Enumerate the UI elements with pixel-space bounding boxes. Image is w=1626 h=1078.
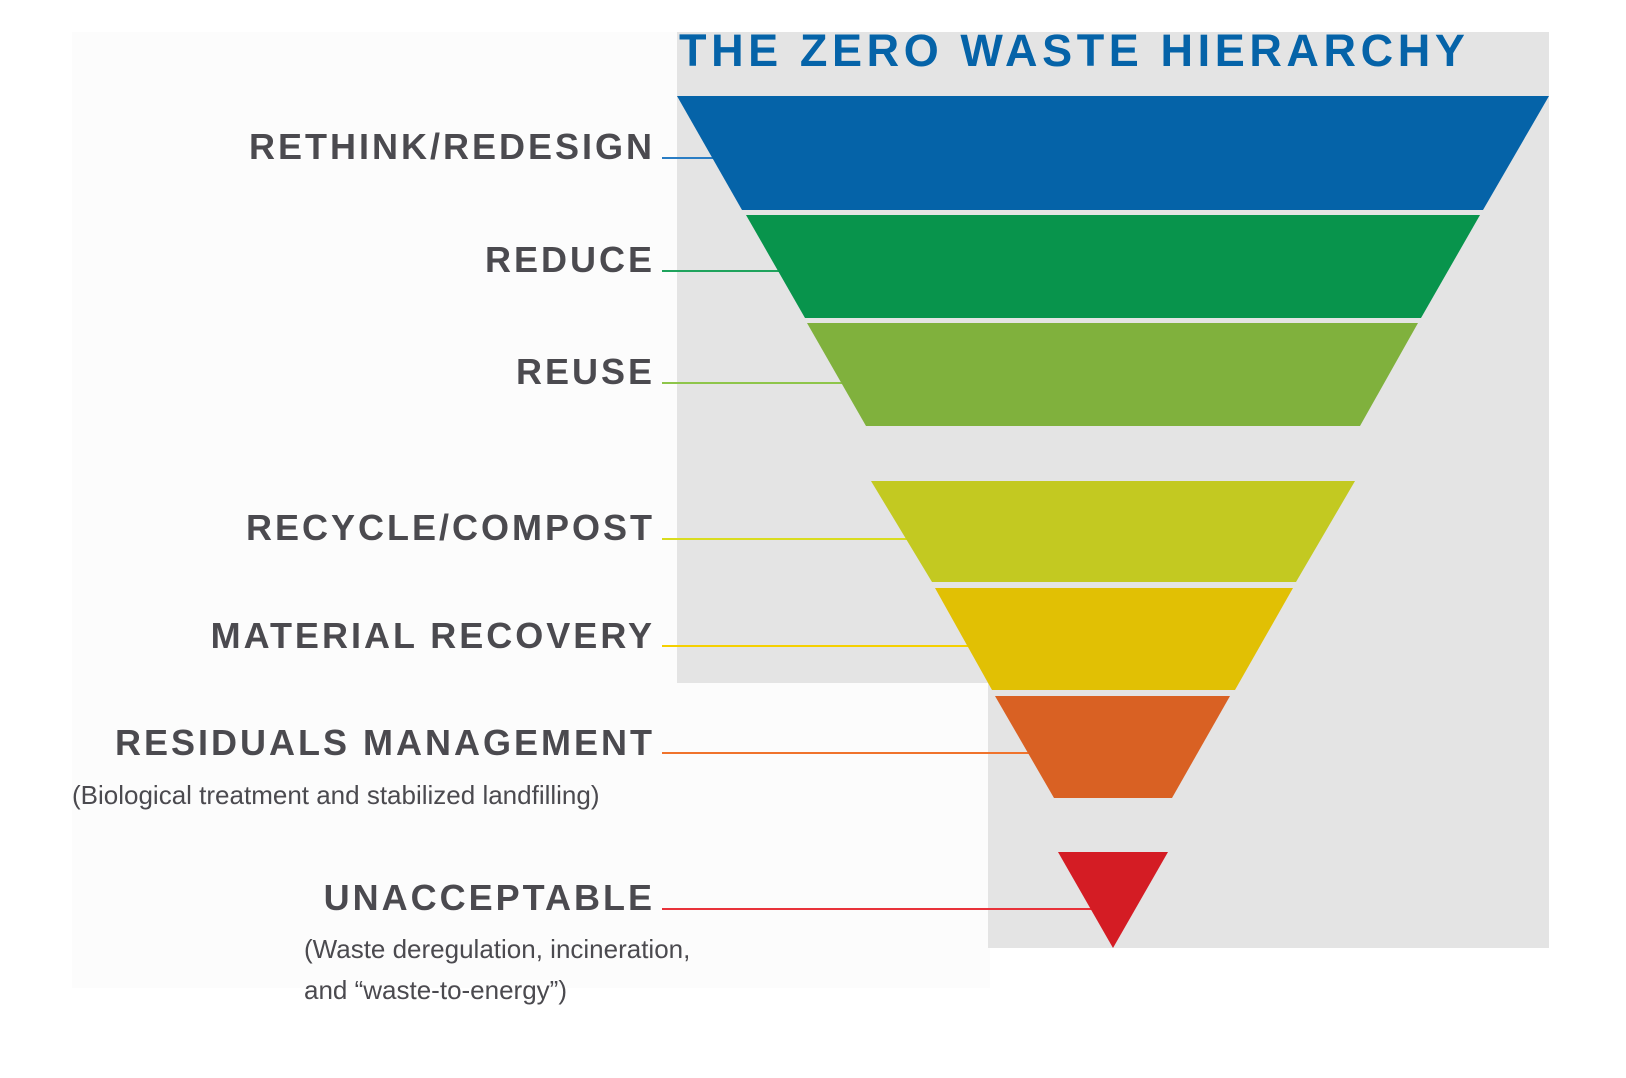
label-material-recovery: MATERIAL RECOVERY: [210, 615, 655, 656]
tier-unacceptable: [1058, 852, 1168, 948]
tier-reduce: [746, 215, 1480, 318]
description-unacceptable-line1: (Waste deregulation, incineration,: [304, 934, 691, 964]
diagram-title: THE ZERO WASTE HIERARCHY: [679, 25, 1470, 76]
tier-reuse: [807, 323, 1418, 426]
label-reduce: REDUCE: [484, 239, 655, 280]
label-residuals-management: RESIDUALS MANAGEMENT: [114, 722, 655, 763]
tier-residuals-management: [995, 696, 1230, 798]
description-unacceptable-line2: and “waste-to-energy”): [304, 975, 567, 1005]
label-unacceptable: UNACCEPTABLE: [323, 877, 655, 918]
tier-material-recovery: [935, 588, 1293, 690]
description-residuals-management: (Biological treatment and stabilized lan…: [72, 780, 600, 810]
label-recycle-compost: RECYCLE/COMPOST: [245, 507, 655, 548]
label-reuse: REUSE: [515, 351, 655, 392]
tier-rethink-redesign: [677, 96, 1549, 210]
label-rethink-redesign: RETHINK/REDESIGN: [248, 126, 655, 167]
tier-recycle-compost: [871, 481, 1355, 582]
